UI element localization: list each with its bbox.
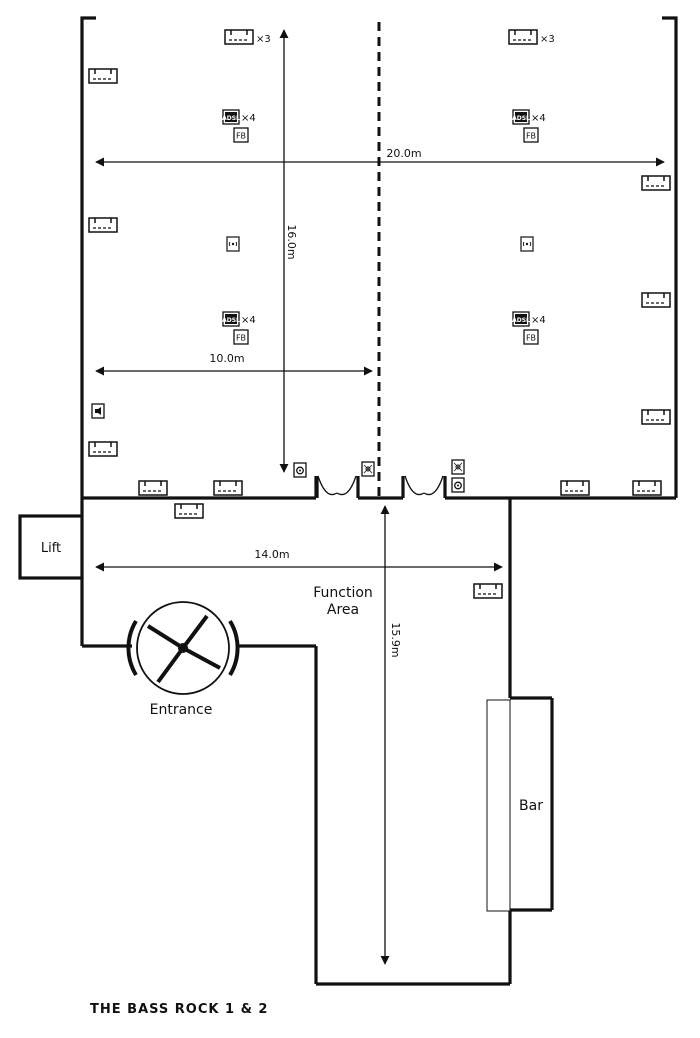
- wifi-icon: [226, 236, 240, 252]
- socket-icon: [641, 409, 671, 425]
- socket-icon: [88, 68, 118, 84]
- wifi-icon: [520, 236, 534, 252]
- socket-icon: [641, 292, 671, 308]
- socket-icon: [632, 480, 662, 496]
- light-switch-icon: [451, 459, 465, 475]
- fb-icon: [233, 127, 249, 143]
- phone-icon: [293, 462, 307, 478]
- socket-icon: [224, 29, 254, 45]
- phone-icon: [451, 477, 465, 493]
- socket-icon: [174, 503, 204, 519]
- socket-icon: [88, 217, 118, 233]
- socket-multiplier-left: ×3: [256, 34, 271, 45]
- dim-14m-label: 14.0m: [254, 548, 289, 561]
- socket-icon: [213, 480, 243, 496]
- adsl-multiplier: ×4: [241, 315, 256, 326]
- adsl-icon: [511, 311, 531, 327]
- dim-20m-label: 20.0m: [386, 147, 421, 160]
- function-area-label-line1: Function: [313, 585, 373, 601]
- socket-icon: [138, 480, 168, 496]
- page-title: THE BASS ROCK 1 & 2: [90, 1002, 269, 1017]
- lift-label: Lift: [41, 541, 61, 556]
- socket-multiplier-right: ×3: [540, 34, 555, 45]
- revolving-door: [126, 601, 240, 695]
- fb-icon: [233, 329, 249, 345]
- dim-16m-label: 16.0m: [285, 224, 298, 259]
- socket-icon: [88, 441, 118, 457]
- light-switch-icon: [361, 461, 375, 477]
- bar-label: Bar: [519, 798, 543, 814]
- function-area-label-line2: Area: [327, 602, 359, 618]
- bar: Bar: [486, 699, 543, 912]
- adsl-multiplier: ×4: [531, 315, 546, 326]
- adsl-multiplier: ×4: [531, 113, 546, 124]
- socket-icon: [508, 29, 538, 45]
- dim-10m-label: 10.0m: [209, 352, 244, 365]
- adsl-icon: [221, 109, 241, 125]
- adsl-icon: [221, 311, 241, 327]
- room-walls: [80, 16, 678, 986]
- fb-icon: [523, 127, 539, 143]
- speaker-icon: [91, 403, 105, 419]
- adsl-multiplier: ×4: [241, 113, 256, 124]
- power-sockets: ×3 ×3: [88, 29, 671, 599]
- door-left: [317, 475, 357, 498]
- door-right: [404, 475, 444, 496]
- dim-15-9m-label: 15.9m: [389, 622, 402, 657]
- adsl-icon: [511, 109, 531, 125]
- socket-icon: [641, 175, 671, 191]
- network-points: ×4 ×4 ×4 ×4: [221, 109, 546, 345]
- socket-icon: [473, 583, 503, 599]
- socket-icon: [560, 480, 590, 496]
- dimension-lines: [95, 29, 665, 965]
- entrance-label: Entrance: [150, 702, 213, 718]
- lift: Lift: [18, 514, 84, 580]
- fb-icon: [523, 329, 539, 345]
